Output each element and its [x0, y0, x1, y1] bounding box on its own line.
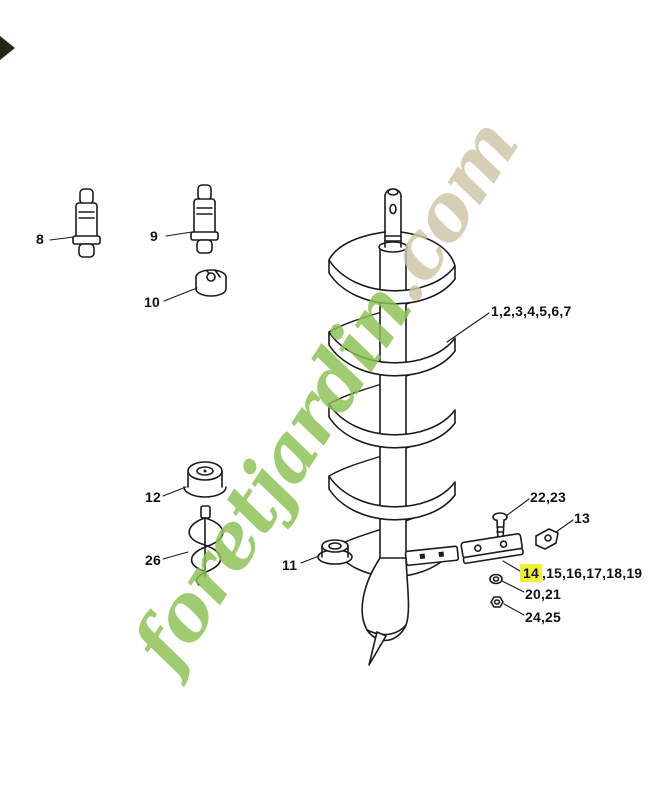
part-label-main-assembly[interactable]: 1,2,3,4,5,6,7 — [491, 303, 572, 319]
part-label-14-highlight[interactable]: 14 — [520, 564, 542, 582]
part-label-26[interactable]: 26 — [145, 552, 161, 568]
blade-plate — [460, 533, 524, 565]
part-label-20-21[interactable]: 20,21 — [525, 586, 562, 602]
auger-front-helix — [328, 259, 456, 578]
part-11-nut — [317, 539, 353, 565]
auger-tip — [361, 557, 410, 666]
part-label-10[interactable]: 10 — [144, 294, 160, 310]
art-root — [49, 184, 574, 666]
part-8-pin — [72, 188, 101, 258]
leader-lines — [49, 231, 574, 616]
part-label-11[interactable]: 11 — [282, 557, 298, 573]
auger-assembly-art — [328, 188, 460, 666]
auger-shaft — [378, 188, 408, 253]
part-label-15-19: ,15,16,17,18,19 — [541, 565, 643, 581]
auger-blade-bar — [404, 545, 460, 567]
part-label-13[interactable]: 13 — [574, 510, 590, 526]
part-10-clamp — [195, 269, 227, 297]
part-24-25-nut — [490, 596, 504, 608]
part-22-23-screw — [492, 512, 508, 541]
part-20-21-washer — [489, 573, 503, 585]
part-label-9[interactable]: 9 — [150, 228, 158, 244]
part-12-bushing — [183, 461, 227, 498]
part-26-mini-auger — [188, 505, 224, 586]
part-13-clip — [535, 528, 559, 550]
part-label-8[interactable]: 8 — [36, 231, 44, 247]
part-label-22-23[interactable]: 22,23 — [530, 489, 567, 505]
part-label-24-25[interactable]: 24,25 — [525, 609, 562, 625]
part-9-pin — [190, 184, 219, 254]
part-label-12[interactable]: 12 — [145, 489, 161, 505]
part-label-14-group[interactable]: 14,15,16,17,18,19 — [520, 564, 643, 582]
